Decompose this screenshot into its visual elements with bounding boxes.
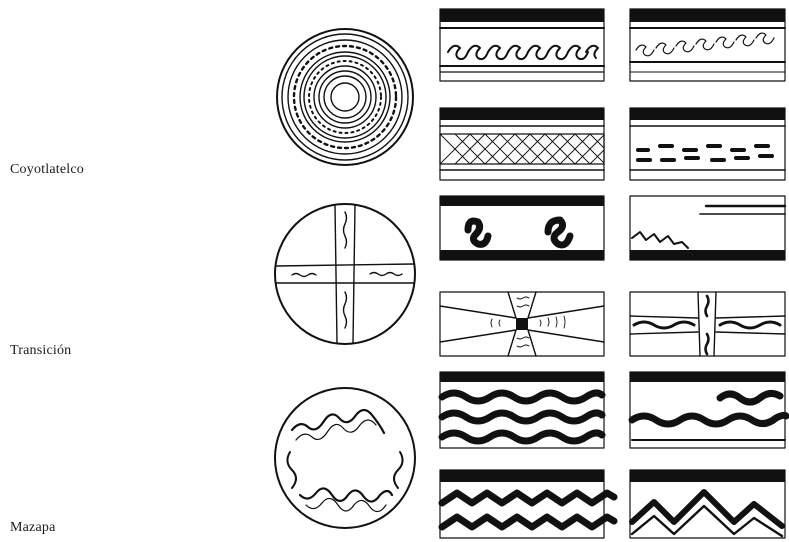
plate-wavy-ring: [275, 388, 415, 528]
band-dashes: [630, 108, 785, 180]
band-thick-waves: [440, 372, 604, 448]
band-fine-wave-right: [630, 9, 785, 81]
band-converging-lines: [440, 292, 604, 356]
band-s-motif-left: [440, 9, 604, 81]
band-zigzag-left: [440, 470, 614, 538]
band-waves-right: [630, 372, 786, 448]
band-lines-zigzag: [630, 196, 785, 260]
band-cross-waves: [630, 292, 785, 356]
plate-concentric-circles: [277, 29, 413, 165]
band-big-s-motifs: [440, 196, 604, 260]
band-crosshatch: [440, 108, 604, 180]
plate-quartered: [275, 204, 415, 344]
band-mountain-zigzag: [630, 470, 785, 538]
